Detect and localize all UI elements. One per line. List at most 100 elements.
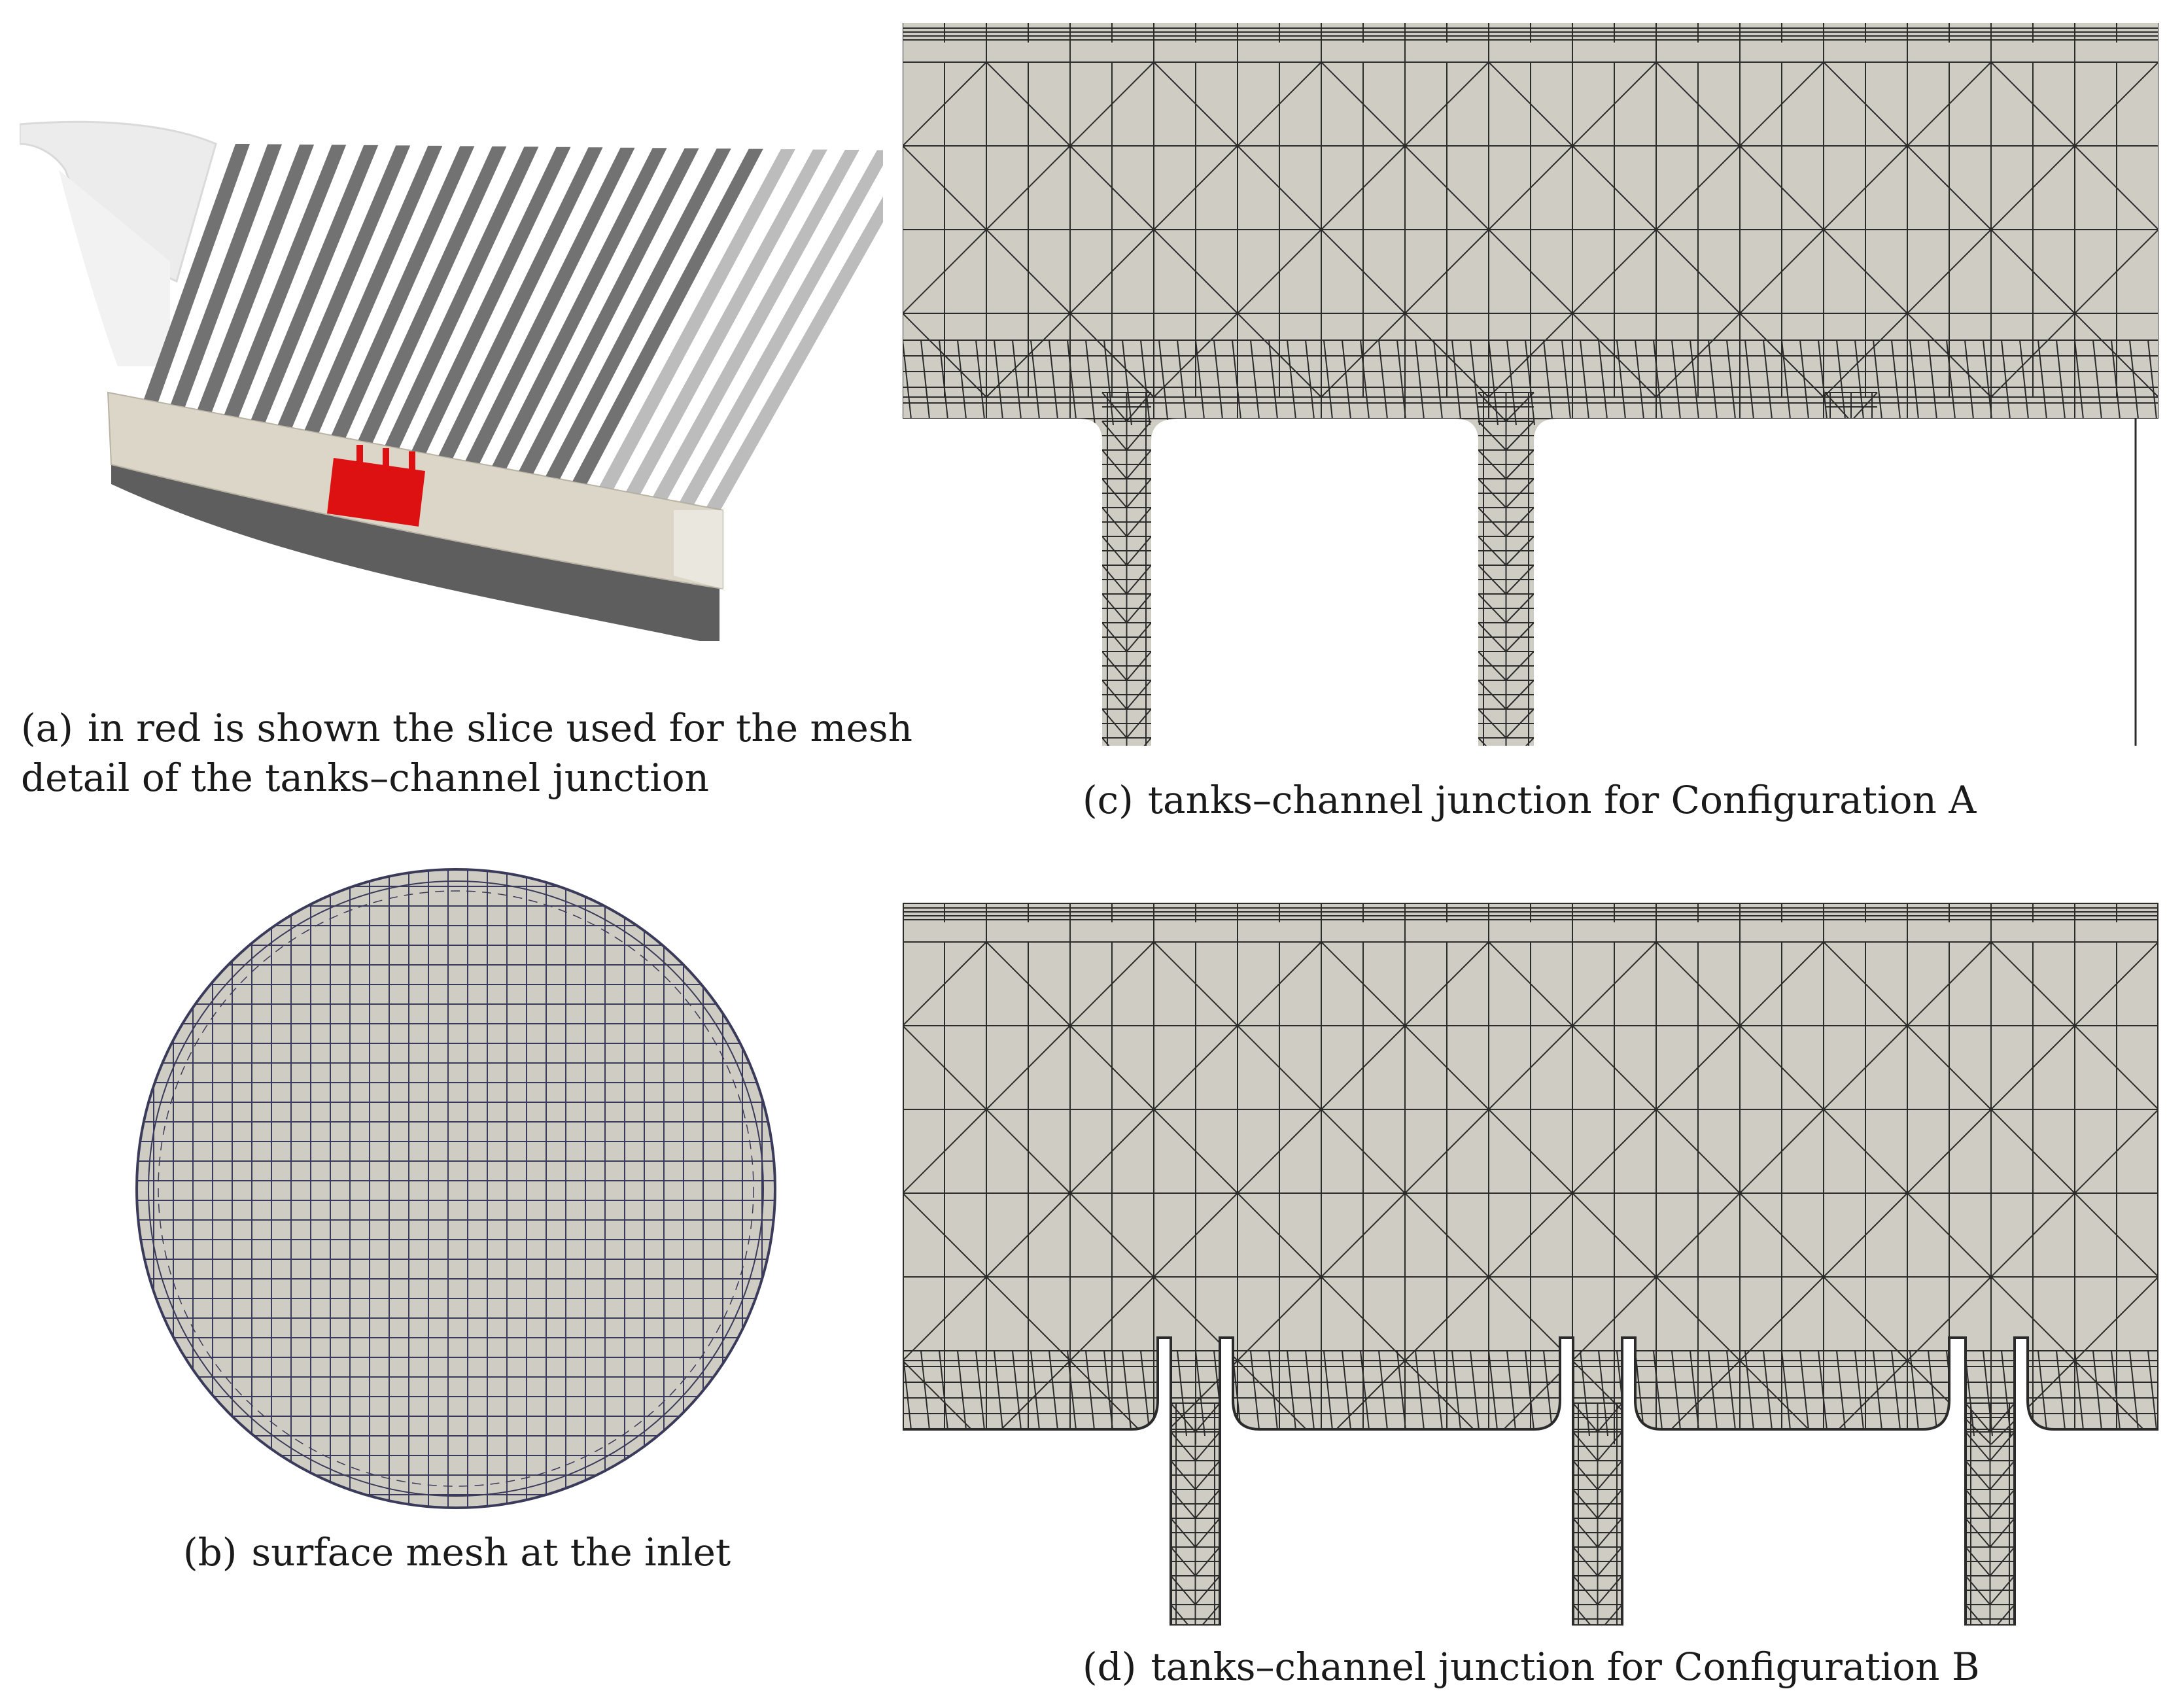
channel-diagonal	[1170, 1489, 1196, 1519]
refined-diagonal	[1250, 339, 1260, 426]
channel-diagonal	[1572, 1575, 1599, 1605]
refined-diagonal	[1470, 339, 1480, 426]
refined-diagonal	[1177, 339, 1187, 426]
refined-diagonal	[2019, 339, 2030, 426]
channel-tube	[385, 147, 539, 448]
caption-b-label: (b)	[183, 1530, 237, 1575]
channel-tube	[277, 145, 411, 428]
refined-diagonal	[1415, 339, 1425, 426]
channel-diagonal	[1478, 651, 1507, 681]
refined-diagonal	[1378, 339, 1389, 426]
channel-diagonal	[1850, 737, 1878, 746]
refined-diagonal	[1287, 1350, 1297, 1436]
refined-diagonal	[2092, 1350, 2103, 1436]
channel-diagonal	[1505, 565, 1534, 595]
refined-diagonal	[1836, 1350, 1846, 1436]
channel-diagonal	[1170, 1546, 1196, 1576]
channel-tube	[519, 148, 699, 474]
channel-diagonal	[1965, 1546, 1991, 1576]
channel-diagonal	[1597, 1518, 1623, 1548]
channel-diagonal	[1989, 1518, 2015, 1548]
refined-diagonal	[2111, 339, 2121, 426]
caption-b: (b) surface mesh at the inlet	[183, 1527, 731, 1577]
channel-diagonal	[1126, 622, 1152, 652]
caption-a-label: (a)	[21, 706, 73, 750]
channel-diagonal	[1101, 651, 1128, 681]
channel-diagonal	[1101, 536, 1128, 566]
refined-diagonal	[1103, 1350, 1114, 1436]
channel-diagonal	[1989, 1575, 2015, 1605]
refined-diagonal	[2037, 339, 2048, 426]
channel-diagonal	[1101, 449, 1128, 479]
slice-fin	[356, 445, 363, 464]
channel-diagonal	[1505, 651, 1534, 681]
refined-diagonal	[1067, 1350, 1077, 1436]
channel-diagonal	[1478, 392, 1507, 422]
channel-diagonal	[1824, 622, 1852, 652]
channel-diagonal	[1572, 1546, 1599, 1576]
refined-diagonal	[920, 339, 931, 426]
config-a-mesh-svg	[903, 23, 2158, 746]
channel-diagonal	[1824, 593, 1852, 623]
refined-diagonal	[1799, 1350, 1810, 1436]
channel-diagonal	[1824, 478, 1852, 508]
channel-diagonal	[1824, 507, 1852, 537]
refined-diagonal	[1085, 339, 1096, 426]
channel-diagonal	[1850, 651, 1878, 681]
channel-diagonal	[1126, 651, 1152, 681]
channel-diagonal	[1194, 1431, 1221, 1461]
channel-tube	[251, 145, 379, 423]
refined-diagonal	[1323, 339, 1334, 426]
refined-diagonal	[1012, 339, 1022, 426]
channel-diagonal	[1989, 1431, 2015, 1461]
channel-diagonal	[1478, 536, 1507, 566]
caption-b-text: surface mesh at the inlet	[251, 1530, 731, 1575]
refined-diagonal	[1928, 1350, 1938, 1436]
refined-diagonal	[1103, 339, 1114, 426]
refined-diagonal	[1726, 339, 1737, 426]
refined-diagonal	[2037, 1350, 2048, 1436]
refined-diagonal	[1470, 1350, 1480, 1436]
channel-diagonal	[1989, 1402, 2015, 1433]
channel-diagonal	[1850, 507, 1878, 537]
channel-diagonal	[1194, 1604, 1221, 1626]
channel-diagonal	[1989, 1460, 2015, 1490]
channel-diagonal	[1572, 1518, 1599, 1548]
channel-diagonal	[1126, 708, 1152, 739]
refined-diagonal	[1360, 339, 1370, 426]
channel-diagonal	[1824, 449, 1852, 479]
panel-d-config-b-mesh	[903, 903, 2158, 1626]
channel-diagonal	[1505, 478, 1534, 508]
channel-diagonal	[1505, 737, 1534, 746]
refined-diagonal	[1744, 339, 1755, 426]
channel-diagonal	[1572, 1460, 1599, 1490]
channel-diagonal	[1170, 1402, 1196, 1433]
channel-diagonal	[1126, 507, 1152, 537]
refined-diagonal	[1305, 339, 1315, 426]
channel-tube	[546, 148, 731, 479]
channel-diagonal	[1850, 593, 1878, 623]
refined-diagonal	[1690, 1350, 1700, 1436]
channel-diagonal	[1850, 708, 1878, 739]
refined-diagonal	[2147, 1350, 2158, 1436]
channel-diagonal	[1101, 737, 1128, 746]
refined-diagonal	[1836, 339, 1846, 426]
channel-diagonal	[1478, 680, 1507, 710]
caption-d-text: tanks–channel junction for Configuration…	[1151, 1645, 1980, 1689]
channel-diagonal	[1824, 680, 1852, 710]
refined-diagonal	[1305, 1350, 1315, 1436]
refined-diagonal	[1818, 339, 1828, 426]
channel-diagonal	[1101, 392, 1128, 422]
panel-a-render	[20, 118, 883, 667]
channel-diagonal	[1101, 593, 1128, 623]
refined-diagonal	[1635, 339, 1645, 426]
channel-diagonal	[1597, 1402, 1623, 1433]
refined-diagonal	[975, 339, 986, 426]
refined-diagonal	[2092, 339, 2103, 426]
refined-diagonal	[1854, 339, 1865, 426]
refined-diagonal	[1671, 1350, 1682, 1436]
channel-diagonal	[1194, 1460, 1221, 1490]
channel-diagonal	[1101, 421, 1128, 451]
channel-diagonal	[1824, 651, 1852, 681]
channel-diagonal	[1965, 1518, 1991, 1548]
